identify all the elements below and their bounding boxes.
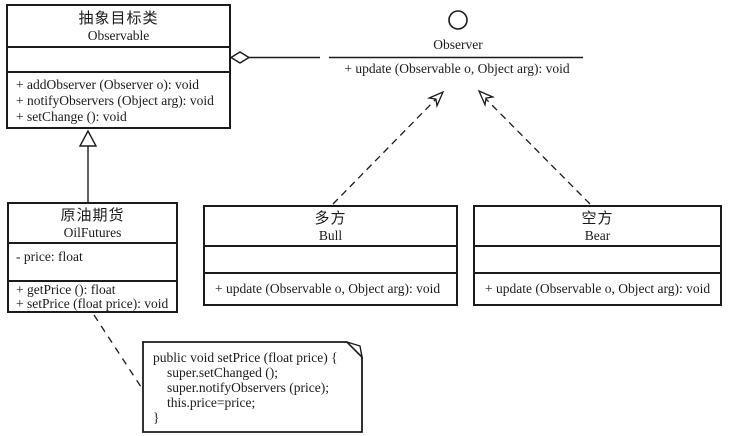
code-line: public void setPrice (float price) { xyxy=(153,350,338,365)
method-item: + notifyObservers (Object arg): void xyxy=(16,93,214,108)
class-name-en: Bear xyxy=(584,227,611,243)
realization-arrowhead-bull-icon xyxy=(426,90,445,109)
note-anchor-line xyxy=(93,314,144,391)
class-oilfutures-title: 原油期货 OilFutures xyxy=(9,204,176,245)
method-item: + setPrice (float price): void xyxy=(16,296,169,311)
class-name-en: Bull xyxy=(318,227,343,243)
class-observable: 抽象目标类 Observable + addObserver (Observer… xyxy=(6,4,231,129)
class-bull-methods: + update (Observable o, Object arg): voi… xyxy=(205,274,456,304)
code-line: super.setChanged (); xyxy=(167,365,278,380)
class-bull-attributes xyxy=(205,247,456,274)
class-bull-title: 多方 Bull xyxy=(205,207,456,247)
class-observable-methods: + addObserver (Observer o): void + notif… xyxy=(8,73,229,127)
class-observable-title: 抽象目标类 Observable xyxy=(8,6,229,48)
class-name-en: OilFutures xyxy=(63,224,122,240)
class-name-cn: 多方 xyxy=(314,210,347,227)
class-bear-title: 空方 Bear xyxy=(475,207,720,247)
interface-observer-method: + update (Observable o, Object arg): voi… xyxy=(344,61,570,76)
class-bear: 空方 Bear + update (Observable o, Object a… xyxy=(473,205,722,306)
class-oilfutures-methods: + getPrice (): float + setPrice (float p… xyxy=(9,282,176,311)
class-bear-attributes xyxy=(475,247,720,274)
class-oilfutures-attributes: - price: float xyxy=(9,244,176,282)
code-note-text: public void setPrice (float price) { sup… xyxy=(143,342,362,432)
class-name-cn: 原油期货 xyxy=(60,207,125,224)
method-item: + setChange (): void xyxy=(16,109,127,124)
class-name-en: Observable xyxy=(87,27,150,43)
class-bear-methods: + update (Observable o, Object arg): voi… xyxy=(475,274,720,304)
code-line: super.notifyObservers (price); xyxy=(167,380,329,395)
interface-lollipop-icon xyxy=(448,10,468,30)
class-oilfutures: 原油期货 OilFutures - price: float + getPric… xyxy=(7,202,178,313)
realization-arrowhead-bear-icon xyxy=(477,89,496,108)
aggregation-diamond-icon xyxy=(229,51,251,64)
generalization-triangle-icon xyxy=(78,129,98,147)
interface-observer-name: Observer xyxy=(433,37,483,52)
code-line: } xyxy=(153,410,160,425)
class-bull: 多方 Bull + update (Observable o, Object a… xyxy=(203,205,458,306)
realization-line-bear xyxy=(483,96,591,205)
method-item: + addObserver (Observer o): void xyxy=(16,77,200,92)
method-item: + update (Observable o, Object arg): voi… xyxy=(485,281,711,296)
method-item: + update (Observable o, Object arg): voi… xyxy=(215,281,441,296)
class-observable-attributes xyxy=(8,48,229,73)
realization-line-bull xyxy=(332,96,439,205)
code-note-body xyxy=(142,341,363,433)
class-name-cn: 抽象目标类 xyxy=(78,10,159,27)
class-name-cn: 空方 xyxy=(581,210,614,227)
attribute-item: - price: float xyxy=(16,249,83,265)
method-item: + getPrice (): float xyxy=(16,282,116,297)
note-fold-icon xyxy=(346,341,364,360)
code-line: this.price=price; xyxy=(167,395,256,410)
